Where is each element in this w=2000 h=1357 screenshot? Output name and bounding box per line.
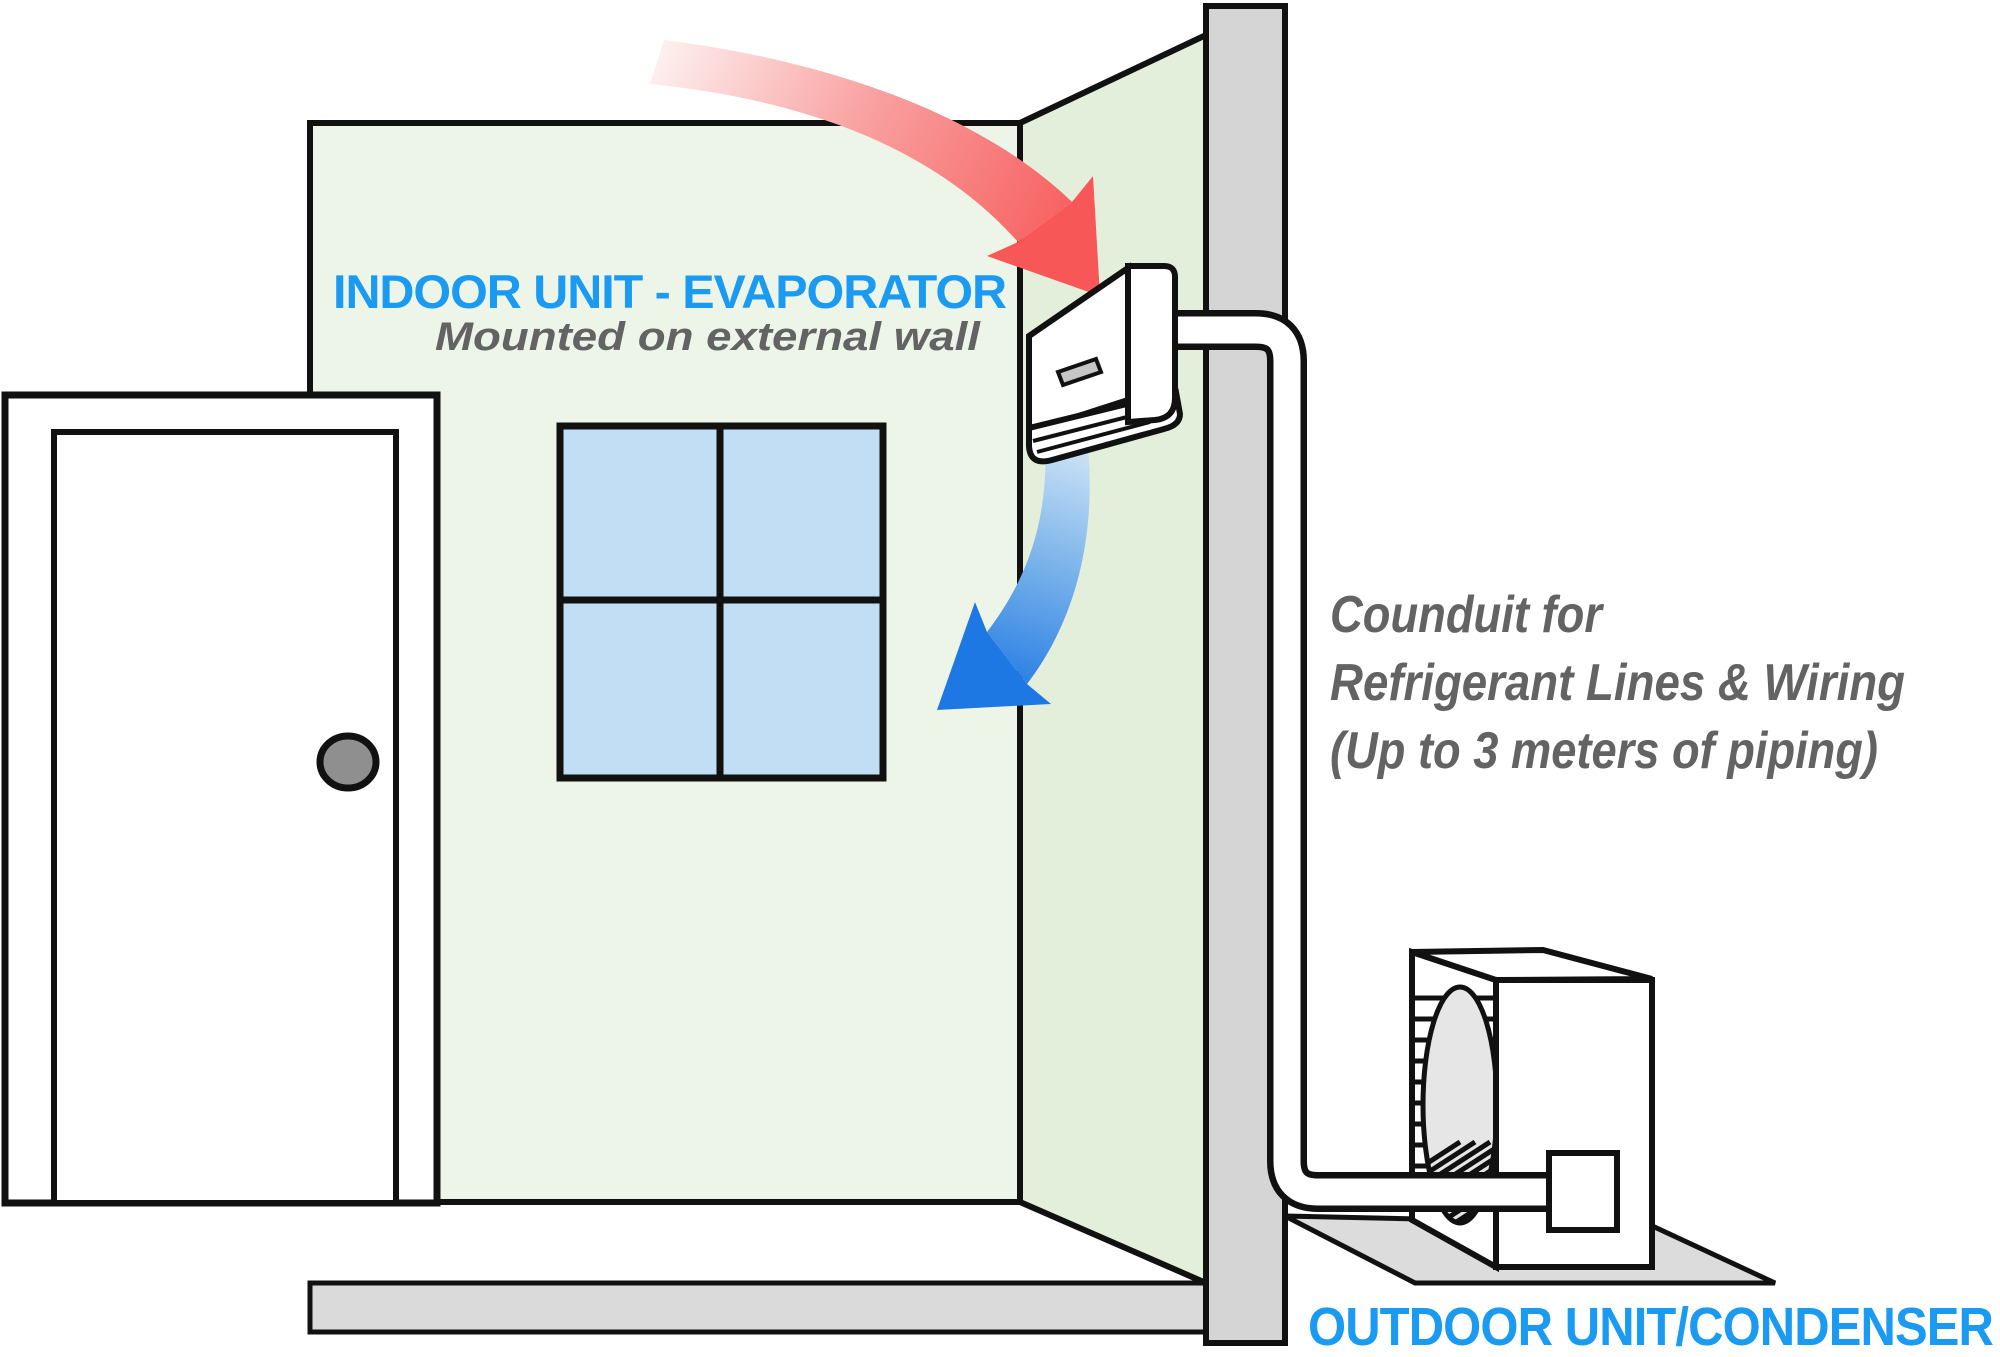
cool-air-arrow-body <box>987 412 1090 684</box>
cool-air-arrow-head <box>937 602 1051 710</box>
fan-hatch-line <box>1423 1139 1497 1223</box>
fan-hatch-line <box>1423 1139 1462 1223</box>
window <box>556 422 887 782</box>
indoor-unit-title: INDOOR UNIT - EVAPORATOR <box>333 265 1006 318</box>
fan-hatch-line <box>1423 1139 1492 1223</box>
door <box>1 391 441 1207</box>
door-knob <box>316 732 380 792</box>
conduit-note-line3: (Up to 3 meters of piping) <box>1330 722 1878 780</box>
warm-air-arrow-body <box>650 40 1072 242</box>
fan-hatch-line <box>1423 1139 1477 1223</box>
outdoor-connection-box <box>1546 1150 1620 1233</box>
door-panel <box>51 429 399 1206</box>
conduit-pipe-fill <box>1165 316 1556 1206</box>
indoor-unit-display <box>1055 356 1104 388</box>
outdoor-unit-title: OUTDOOR UNIT/CONDENSER <box>1308 1297 1993 1357</box>
indoor-unit-side-panel <box>1125 263 1178 426</box>
conduit-note-line2: Refrigerant Lines & Wiring <box>1330 654 1905 712</box>
warm-air-arrow-head <box>987 176 1100 296</box>
conduit-note-line1: Counduit for <box>1330 586 1604 644</box>
indoor-unit-louver-line <box>1036 420 1151 454</box>
indoor-unit <box>1026 262 1184 465</box>
cool-air-arrow <box>937 412 1090 710</box>
indoor-unit-subtitle: Mounted on external wall <box>435 315 981 359</box>
conduit-note: Counduit for Refrigerant Lines & Wiring … <box>1330 586 1905 780</box>
warm-air-arrow <box>650 40 1100 296</box>
conduit-pipe <box>1165 310 1556 1212</box>
baseboard <box>307 1280 1209 1335</box>
